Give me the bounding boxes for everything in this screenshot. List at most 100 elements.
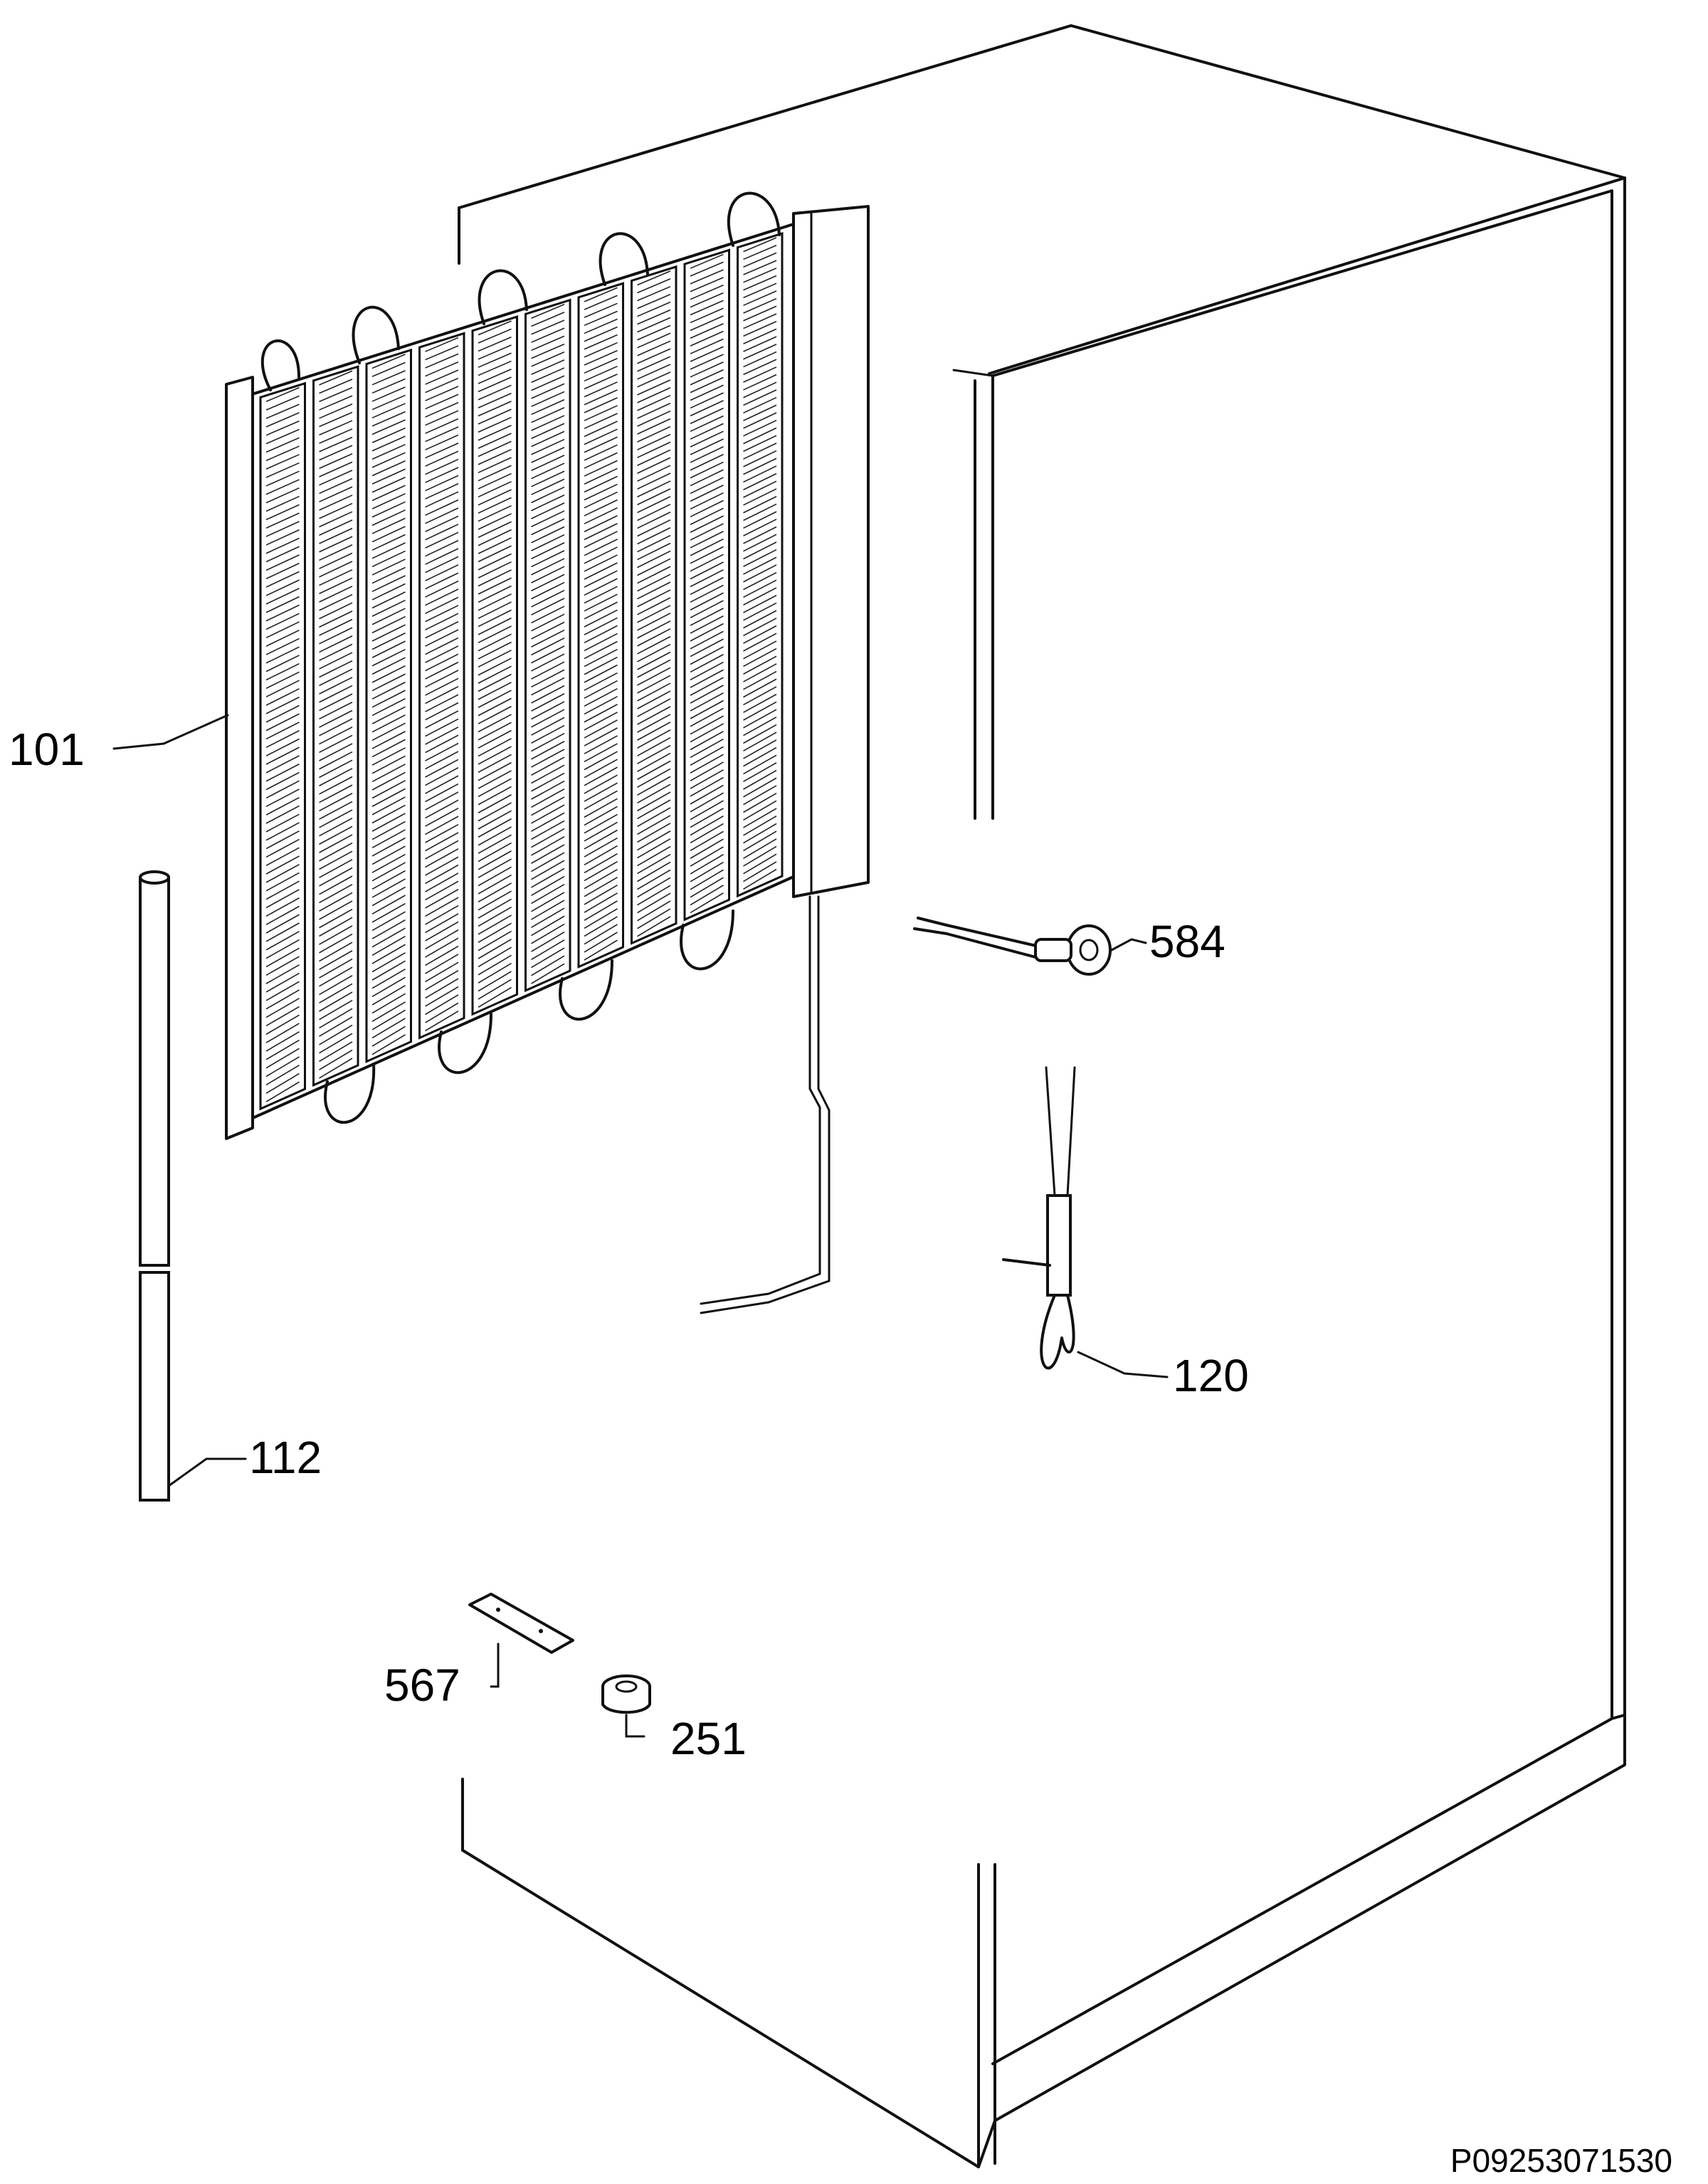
condenser-fin: [584, 704, 618, 723]
callout-101: 101: [9, 724, 85, 775]
condenser-fin: [265, 914, 300, 934]
condenser-fin: [478, 946, 512, 968]
condenser-fin: [690, 492, 724, 510]
condenser-fin: [584, 405, 618, 421]
condenser-fin: [371, 788, 406, 807]
condenser-fin: [319, 975, 353, 996]
condenser-fin: [637, 597, 671, 616]
condenser-fin: [743, 404, 777, 421]
condenser-fin: [371, 517, 406, 534]
condenser-fin: [265, 981, 300, 1001]
condenser-fin: [319, 470, 353, 486]
condenser-fin: [743, 244, 777, 260]
condenser-fin: [690, 830, 724, 852]
condenser-fin: [319, 668, 353, 687]
condenser-fin: [743, 717, 777, 737]
condenser-fin: [371, 722, 406, 742]
condenser-fin: [690, 669, 724, 688]
condenser-fin: [265, 1039, 300, 1060]
condenser-fin: [743, 640, 777, 660]
condenser-fin: [743, 556, 777, 575]
condenser-fin: [425, 410, 459, 426]
condenser-fin: [319, 577, 353, 595]
condenser-fin: [743, 617, 777, 636]
condenser-fin: [743, 602, 777, 621]
condenser-fin: [371, 697, 406, 717]
condenser-fin: [531, 836, 565, 856]
condenser-fin: [478, 505, 512, 522]
condenser-fin: [637, 729, 671, 749]
condenser-fin: [743, 268, 777, 283]
condenser-fin: [690, 723, 724, 743]
condenser-fin: [371, 419, 406, 436]
condenser-fin: [265, 546, 300, 563]
condenser-fin: [371, 648, 406, 667]
condenser-fin: [478, 441, 512, 458]
condenser-fin: [319, 1000, 353, 1020]
condenser-fin: [584, 719, 618, 739]
condenser-fin: [319, 386, 353, 403]
condenser-fin: [371, 460, 406, 477]
condenser-fin: [743, 297, 777, 314]
condenser-fin: [637, 527, 671, 545]
condenser-fin: [637, 799, 671, 820]
condenser-fin: [265, 847, 300, 866]
condenser-fin: [478, 890, 512, 911]
condenser-strip: [631, 265, 678, 945]
condenser-fin: [743, 754, 777, 775]
condenser-fin: [265, 638, 300, 655]
condenser-fin: [478, 649, 512, 668]
condenser-fin: [743, 305, 777, 322]
condenser-fin: [584, 782, 618, 802]
condenser-fin: [371, 624, 406, 642]
condenser-fin: [584, 609, 618, 628]
condenser-fin: [584, 821, 618, 842]
condenser-fin: [743, 542, 777, 560]
condenser-fin: [319, 734, 353, 753]
condenser-fin: [743, 344, 777, 360]
condenser-fin: [319, 759, 353, 779]
condenser-fin: [478, 729, 512, 749]
condenser-fin: [478, 352, 512, 368]
condenser-fin: [531, 438, 565, 455]
condenser-fin: [531, 566, 565, 584]
condenser-fin: [265, 813, 300, 833]
condenser-fin: [743, 808, 777, 828]
condenser-fin: [690, 362, 724, 378]
condenser-fin: [425, 337, 459, 352]
condenser-fin: [265, 437, 300, 453]
condenser-fin: [478, 401, 512, 417]
condenser-fin: [531, 804, 565, 824]
condenser-fin: [265, 571, 300, 588]
condenser-fin: [531, 900, 565, 920]
condenser-fin: [637, 371, 671, 388]
condenser-fin: [531, 383, 565, 399]
condenser-fin: [371, 436, 406, 452]
condenser-fin: [637, 698, 671, 717]
condenser-fin: [743, 686, 777, 706]
condenser-fin: [319, 652, 353, 670]
condenser-fin: [637, 558, 671, 576]
condenser-fin: [319, 403, 353, 419]
condenser-fin: [637, 675, 671, 694]
condenser-fin: [478, 320, 512, 336]
leader-lines: [112, 714, 1169, 1738]
condenser-fin: [531, 685, 565, 704]
condenser-fin: [265, 487, 300, 504]
condenser-fin: [371, 559, 406, 576]
condenser-fin: [319, 519, 353, 536]
condenser-fin: [425, 450, 459, 467]
condenser-fin: [584, 594, 618, 612]
condenser-fin: [584, 743, 618, 763]
condenser-fin: [531, 796, 565, 816]
condenser-fin: [743, 769, 777, 790]
condenser-fin: [531, 320, 565, 335]
condenser-fin: [637, 534, 671, 553]
condenser-fin: [531, 701, 565, 720]
condenser-fin: [531, 415, 565, 431]
condenser-fin: [743, 290, 777, 306]
condenser-fin: [319, 536, 353, 553]
condenser-fin: [478, 545, 512, 563]
condenser-fin: [584, 751, 618, 771]
condenser-fin: [371, 681, 406, 700]
